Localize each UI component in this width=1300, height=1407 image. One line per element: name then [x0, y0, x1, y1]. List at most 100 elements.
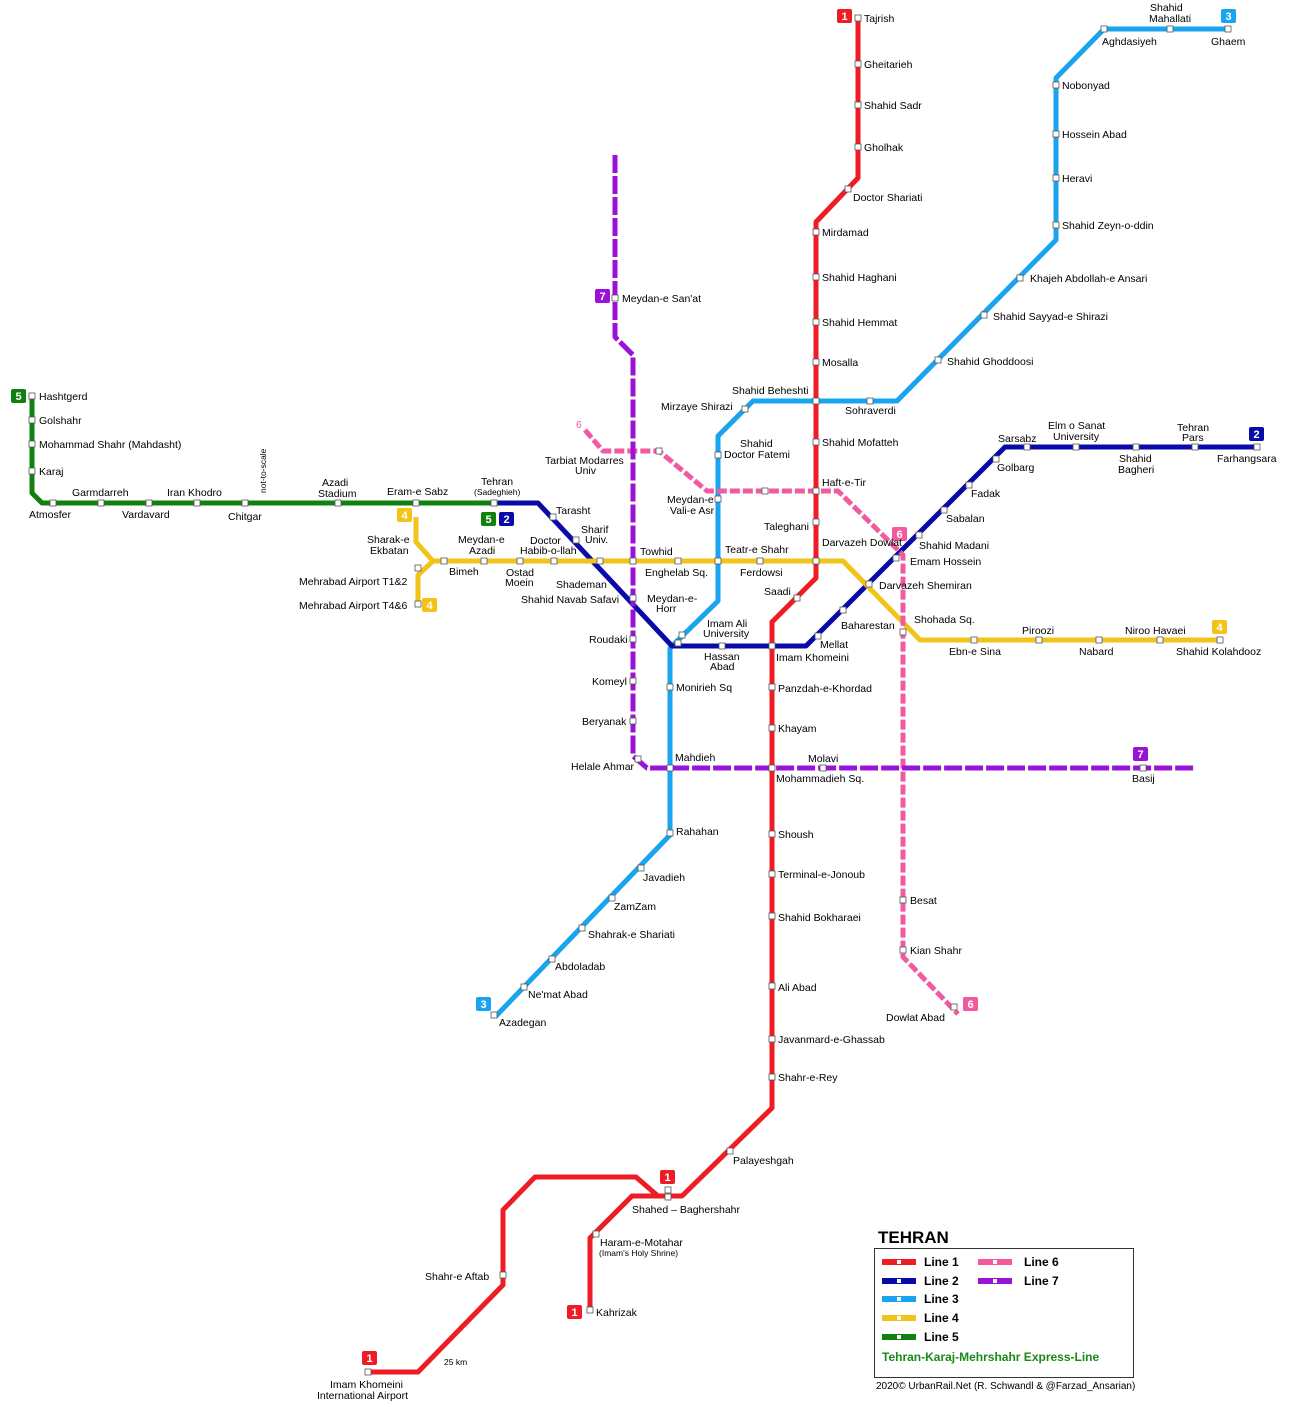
station-label: Shahid Hemmat — [822, 317, 897, 329]
svg-text:2: 2 — [1253, 429, 1259, 441]
badge-line6-dowlat-abad: 6 — [963, 997, 978, 1011]
station-label: Darvazeh Dowlat — [822, 537, 902, 549]
station-label: Mahallati — [1149, 13, 1191, 25]
station-label: Towhid — [640, 546, 673, 558]
station-label: Vardavard — [122, 509, 170, 521]
station-label: Eram-e Sabz — [387, 486, 448, 498]
station-label: Sharak-e — [367, 534, 410, 546]
badge-line3-ghaem: 3 — [1221, 9, 1236, 23]
station-label: Horr — [656, 603, 677, 615]
stations — [28, 14, 1261, 1376]
station-label: Haft-e-Tir — [822, 477, 866, 489]
station-label: Nobonyad — [1062, 80, 1110, 92]
station-label: Univ — [575, 465, 597, 477]
station-label: Shahid Sadr — [864, 100, 922, 112]
legend-label-line6: Line 6 — [1024, 1255, 1059, 1269]
station-label: Karaj — [39, 466, 64, 478]
station-label: Khajeh Abdollah-e Ansari — [1030, 273, 1147, 285]
legend-label-line5: Line 5 — [924, 1330, 959, 1344]
station-label: Tajrish — [864, 13, 895, 25]
station-label: Iran Khodro — [167, 487, 222, 499]
station-label: Terminal-e-Jonoub — [778, 869, 865, 881]
station-label: Saadi — [764, 586, 791, 598]
badge-line2-tehran: 2 — [499, 512, 514, 526]
station-label: Shahid Navab Safavi — [521, 594, 619, 606]
station-label: Sarsabz — [998, 433, 1037, 445]
station-label: Piroozi — [1022, 625, 1054, 637]
line-badges: 1 1 1 1 2 2 3 3 4 4 4 5 5 6 6 7 7 — [11, 9, 1264, 1365]
svg-text:7: 7 — [1137, 749, 1143, 761]
svg-text:3: 3 — [480, 999, 486, 1011]
station-label: Chitgar — [228, 511, 262, 523]
station-label: Elm o Sanat — [1048, 420, 1105, 432]
line-5 — [29, 397, 498, 506]
station-label: (Sadeghieh) — [474, 487, 520, 497]
station-label: Ghaem — [1211, 36, 1246, 48]
legend-label-line7: Line 7 — [1024, 1274, 1059, 1288]
station-label: Bagheri — [1118, 464, 1154, 476]
station-label: Khayam — [778, 723, 817, 735]
badge-line5-hashtgerd: 5 — [11, 389, 26, 403]
station-label: Shahid Bokharaei — [778, 912, 861, 924]
badge-line7-sanat: 7 — [595, 289, 610, 303]
station-label: University — [703, 628, 750, 640]
badge-line1-kahrizak: 1 — [567, 1305, 582, 1319]
station-label: Abdoladab — [555, 961, 605, 973]
legend-swatch-line1 — [882, 1259, 916, 1265]
station-label: Fadak — [971, 488, 1001, 500]
station-label: Kian Shahr — [910, 945, 962, 957]
station-label: Mehrabad Airport T1&2 — [299, 576, 408, 588]
station-label: Gheitarieh — [864, 59, 913, 71]
station-label: Aghdasiyeh — [1102, 36, 1157, 48]
badge-line5-tehran: 5 — [481, 512, 496, 526]
svg-text:6: 6 — [967, 999, 973, 1011]
legend — [874, 1248, 1134, 1378]
station-label: Shahid Zeyn-o-ddin — [1062, 220, 1154, 232]
station-label: Meydan-e — [667, 494, 714, 506]
station-label: Shahed – Baghershahr — [632, 1204, 741, 1216]
station-label: Teatr-e Shahr — [725, 544, 789, 556]
line-7 — [612, 155, 1195, 771]
station-label: University — [1053, 431, 1100, 443]
station-label: Niroo Havaei — [1125, 625, 1186, 637]
station-label: ZamZam — [614, 901, 656, 913]
badge-line1-tajrish: 1 — [837, 9, 852, 23]
distance-note: 25 km — [444, 1357, 467, 1367]
station-label: Dowlat Abad — [886, 1012, 945, 1024]
not-to-scale-note: not-to-scale — [258, 448, 268, 493]
station-label: Javanmard-e-Ghassab — [778, 1034, 885, 1046]
station-label: Meydan-e — [458, 534, 505, 546]
svg-text:1: 1 — [366, 1353, 372, 1365]
station-label: Monirieh Sq — [676, 682, 732, 694]
station-label: Haram-e-Motahar — [600, 1237, 683, 1249]
station-label: Garmdarreh — [72, 487, 129, 499]
station-label: Shoush — [778, 829, 814, 841]
legend-swatch-line2 — [882, 1278, 916, 1284]
station-label: Shohada Sq. — [914, 614, 975, 626]
station-label: Shahid Mofatteh — [822, 437, 899, 449]
station-label: Sharif — [581, 524, 609, 536]
line-1 — [368, 15, 861, 1375]
station-label: Tarasht — [556, 505, 591, 517]
station-label: Ferdowsi — [740, 567, 783, 579]
line-4 — [413, 517, 1222, 643]
station-label: Mellat — [820, 639, 848, 651]
station-labels: Tajrish Gheitarieh Shahid Sadr Gholhak D… — [29, 2, 1277, 1402]
badge-line6-haft-e-tir: 6 — [892, 527, 907, 541]
station-label: Doctor — [530, 535, 561, 547]
station-label: Panzdah-e-Khordad — [778, 683, 872, 695]
svg-text:5: 5 — [15, 391, 21, 403]
badge-line7-basij: 7 — [1133, 747, 1148, 761]
legend-swatch-line6 — [978, 1259, 1012, 1265]
svg-text:7: 7 — [599, 291, 605, 303]
station-label: Doctor Fatemi — [724, 449, 790, 461]
badge-line4-kolahdooz: 4 — [1212, 620, 1227, 634]
legend-swatch-line4 — [882, 1315, 916, 1321]
station-label: Baharestan — [841, 620, 895, 632]
station-label: Shahid Madani — [919, 540, 989, 552]
station-label: Komeyl — [592, 676, 627, 688]
line-3 — [494, 26, 1228, 1018]
station-label: Nabard — [1079, 646, 1114, 658]
station-label: Ebn-e Sina — [949, 646, 1001, 658]
